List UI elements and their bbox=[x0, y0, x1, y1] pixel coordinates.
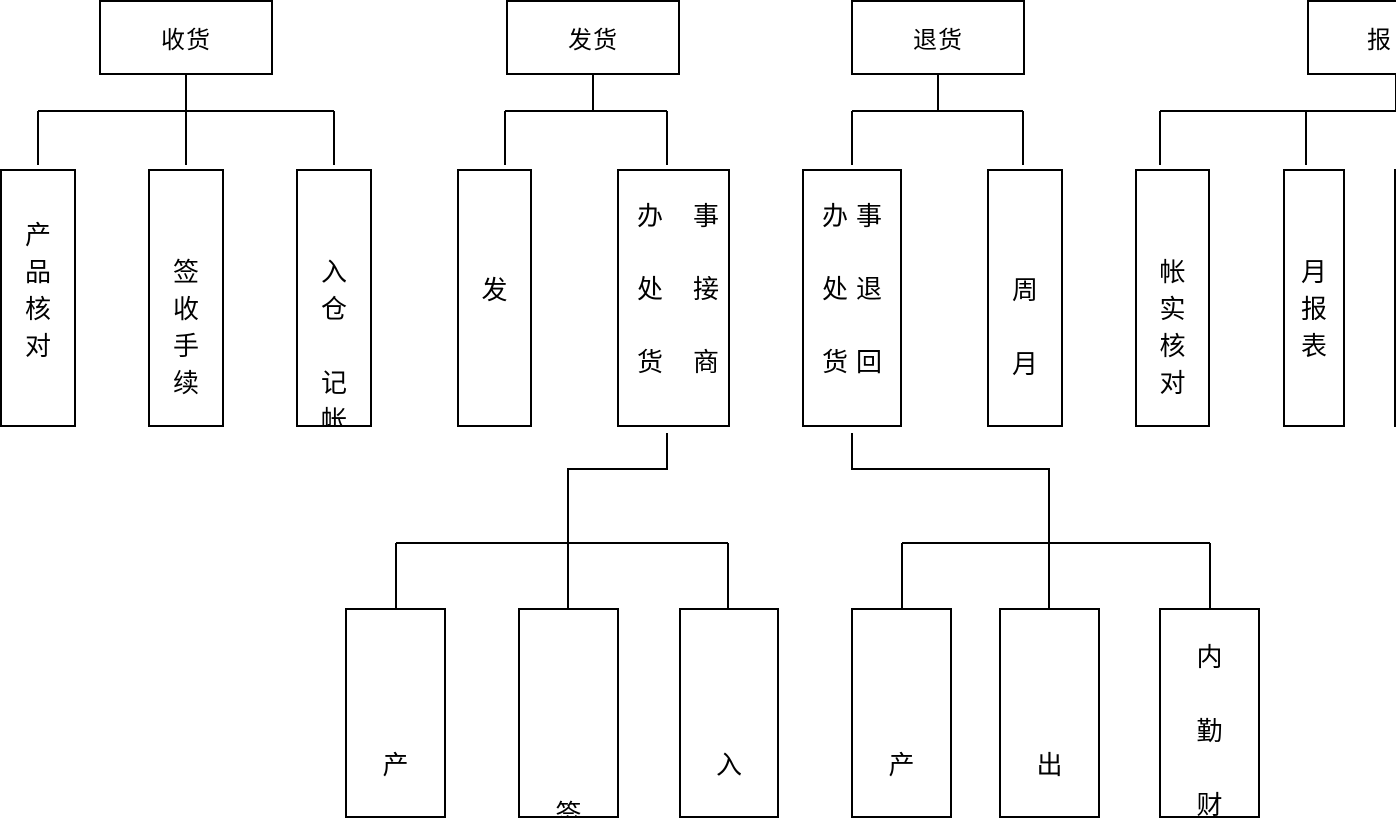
node-account-reconcile: 帐 实 核 对 bbox=[1135, 169, 1210, 427]
node-ship-dispatch: 发 bbox=[457, 169, 532, 427]
node-ship-office-col-left: 办 处 货 bbox=[637, 202, 664, 378]
connector-ship-sub-link bbox=[567, 433, 668, 543]
node-report-label: 报 bbox=[1367, 26, 1392, 54]
node-ship-sub-sign-label: 签 bbox=[555, 800, 582, 818]
node-ship-sub-product: 产 bbox=[345, 608, 446, 818]
node-return-sub-product: 产 bbox=[851, 608, 952, 818]
node-monthly-report-label: 月 报 表 bbox=[1300, 258, 1327, 362]
node-weekly-monthly: 周 月 bbox=[987, 169, 1063, 427]
node-receive: 收货 bbox=[99, 0, 273, 75]
node-return-sub-finance-label: 内 勤 财 bbox=[1196, 643, 1223, 818]
node-report: 报 bbox=[1307, 0, 1396, 75]
node-return-office: 办 处 货 事 退 回 bbox=[802, 169, 902, 427]
node-ship-office-col-right: 事 接 商 bbox=[693, 202, 720, 378]
node-store-account: 入 仓 记 帐 bbox=[296, 169, 372, 427]
node-account-reconcile-label: 帐 实 核 对 bbox=[1159, 258, 1186, 399]
node-ship-sub-store-label: 入 bbox=[715, 751, 742, 781]
node-return-sub-out-label: 出 bbox=[1036, 751, 1063, 781]
node-sign-procedure-label: 签 收 手 续 bbox=[172, 258, 199, 399]
node-return-sub-product-label: 产 bbox=[888, 751, 915, 781]
node-ship-label: 发货 bbox=[568, 26, 618, 54]
node-ship-sub-product-label: 产 bbox=[382, 751, 409, 781]
node-weekly-monthly-label: 周 月 bbox=[1011, 276, 1038, 380]
node-return-sub-out: 出 bbox=[999, 608, 1100, 818]
node-return-sub-finance: 内 勤 财 bbox=[1159, 608, 1260, 818]
node-ship-sub-store: 入 bbox=[679, 608, 779, 818]
node-sign-procedure: 签 收 手 续 bbox=[148, 169, 224, 427]
node-monthly-report: 月 报 表 bbox=[1283, 169, 1345, 427]
connector-return-sub-link bbox=[851, 433, 1050, 543]
node-return: 退货 bbox=[851, 0, 1025, 75]
node-ship-sub-sign: 签 bbox=[518, 608, 619, 818]
node-receive-label: 收货 bbox=[161, 26, 211, 54]
node-product-check-label: 产 品 核 对 bbox=[24, 221, 51, 362]
node-ship: 发货 bbox=[506, 0, 680, 75]
node-return-label: 退货 bbox=[913, 26, 963, 54]
node-ship-office: 办 处 货 事 接 商 bbox=[617, 169, 730, 427]
node-return-office-col-left: 办 处 货 bbox=[822, 202, 849, 378]
node-store-account-label: 入 仓 记 帐 bbox=[320, 258, 347, 427]
node-product-check: 产 品 核 对 bbox=[0, 169, 76, 427]
node-return-office-col-right: 事 退 回 bbox=[856, 202, 883, 378]
node-report-partial bbox=[1394, 169, 1396, 427]
node-ship-dispatch-label: 发 bbox=[481, 276, 508, 306]
